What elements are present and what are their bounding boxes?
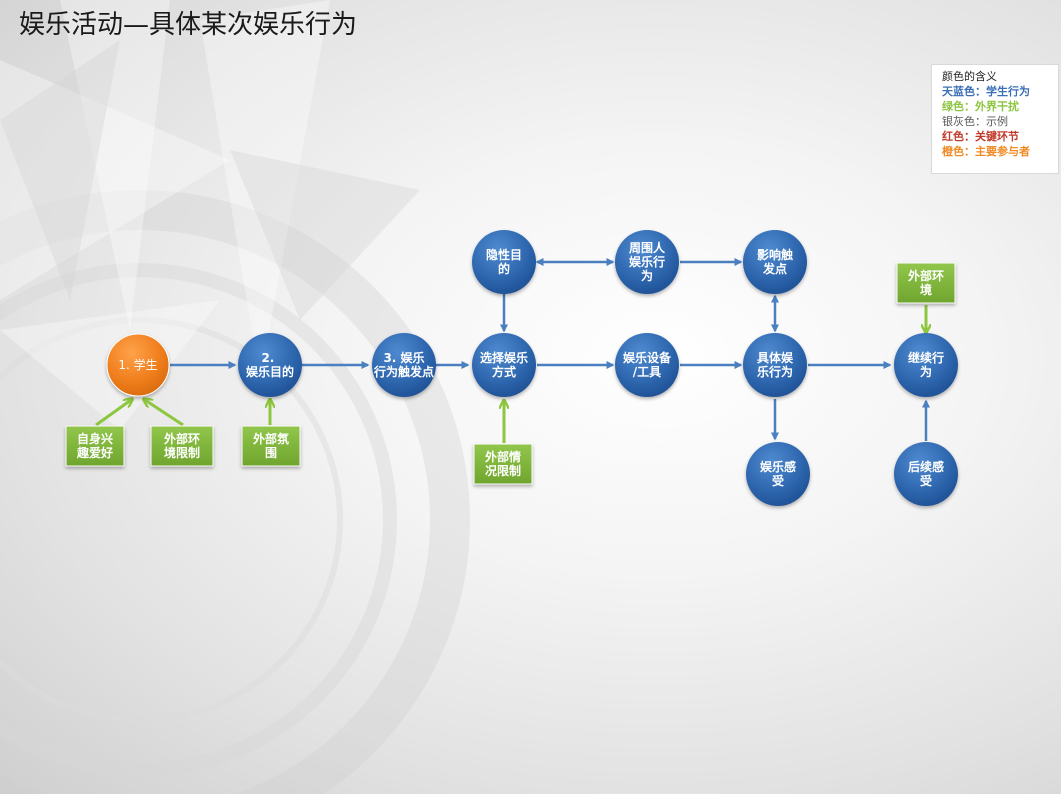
legend-value: 关键环节 (975, 130, 1019, 143)
legend-key: 橙色： (942, 145, 975, 158)
node-equipment (615, 333, 679, 397)
edge-envlimit-student (145, 400, 184, 427)
node-after (894, 442, 958, 506)
legend-key: 绿色： (942, 100, 975, 113)
node-hidden-label: 隐性目的 (486, 247, 522, 276)
edge-interest-student (95, 400, 131, 427)
factor-env (896, 262, 956, 304)
legend-key: 天蓝色： (942, 85, 986, 98)
legend-value: 学生行为 (986, 85, 1030, 98)
node-purpose-label: 2. 娱乐目的 (246, 351, 294, 379)
page-title: 娱乐活动—具体某次娱乐行为 (19, 10, 358, 40)
node-after-label: 后续感受 (908, 459, 944, 488)
node-equipment-label: 娱乐设备/工具 (623, 350, 672, 379)
legend-item-red: 红色：关键环节 (942, 129, 1058, 144)
factor-atmosphere (241, 425, 301, 467)
node-hidden (472, 230, 536, 294)
node-concrete (743, 333, 807, 397)
node-choose (472, 333, 536, 397)
legend-key: 银灰色： (942, 115, 986, 128)
factor-interest (65, 425, 125, 467)
legend-value: 外界干扰 (975, 100, 1019, 113)
legend-key: 红色： (942, 130, 975, 143)
factor-interest-label: 自身兴趣爱好 (76, 431, 113, 460)
factor-situation-label: 外部情况限制 (485, 449, 521, 478)
factor-env-limit-label: 外部环境限制 (164, 431, 200, 460)
node-purpose (238, 333, 302, 397)
node-student (106, 333, 170, 397)
factor-env-label: 外部环境 (908, 268, 944, 297)
legend-item-green: 绿色：外界干扰 (942, 99, 1058, 114)
node-feeling-label: 娱乐感受 (760, 459, 796, 488)
legend-value: 示例 (986, 115, 1008, 128)
factor-env-limit (150, 425, 214, 467)
node-trigger-label: 3. 娱乐行为触发点 (373, 350, 434, 379)
node-continue-label: 继续行为 (908, 350, 944, 379)
node-continue (894, 333, 958, 397)
node-concrete-label: 具体娱乐行为 (757, 350, 794, 379)
factor-atmosphere-label: 外部氛围 (253, 431, 289, 460)
color-legend: 颜色的含义 天蓝色：学生行为 绿色：外界干扰 银灰色：示例 红色：关键环节 橙色… (931, 64, 1059, 174)
node-student-label: 1. 学生 (118, 357, 157, 372)
node-choose-label: 选择娱乐方式 (480, 350, 528, 379)
legend-value: 主要参与者 (975, 145, 1030, 158)
legend-item-blue: 天蓝色：学生行为 (942, 84, 1058, 99)
legend-item-silver: 银灰色：示例 (942, 114, 1058, 129)
factor-situation (473, 443, 533, 485)
node-trigger (372, 333, 436, 397)
node-influence-label: 影响触发点 (757, 247, 793, 276)
legend-item-orange: 橙色：主要参与者 (942, 144, 1058, 159)
node-others-label: 周围人娱乐行为 (629, 240, 666, 283)
node-others (615, 230, 679, 294)
node-feeling (746, 442, 810, 506)
node-influence (743, 230, 807, 294)
legend-heading: 颜色的含义 (942, 70, 997, 83)
